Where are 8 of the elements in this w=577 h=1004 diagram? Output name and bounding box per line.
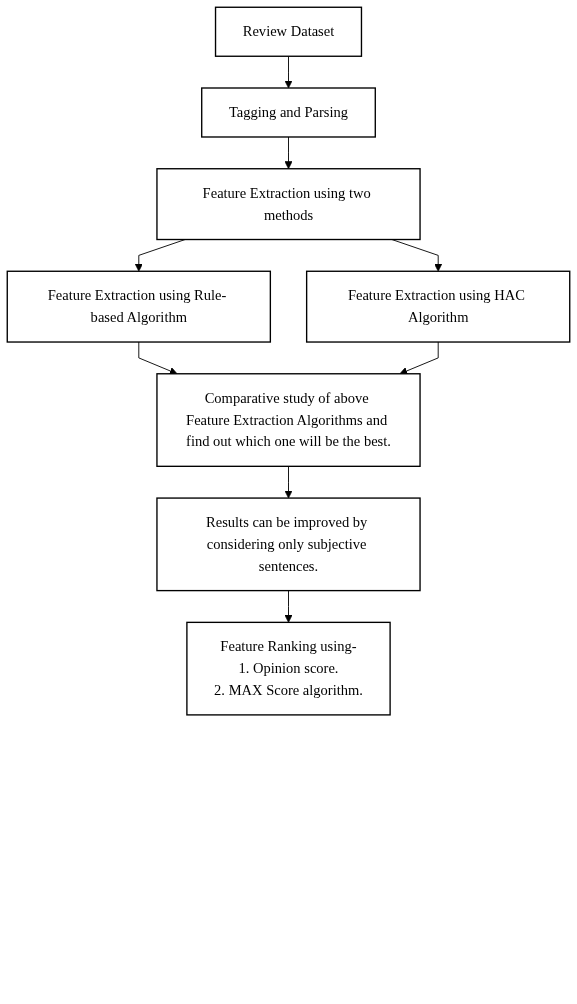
node-box: Feature Extraction using HAC Algorithm (305, 270, 571, 343)
node-box: Tagging and Parsing (201, 87, 376, 138)
node-box: Comparative study of above Feature Extraction Algorithms and find out which one will be the best. (156, 373, 421, 467)
node-box: Review Dataset (214, 6, 363, 57)
node-box: Feature Ranking using- 1. Opinion score. 2. MAX Score algorithm. (186, 621, 391, 716)
node-box: Feature Extraction using two methods (156, 168, 421, 241)
node-box: Feature Extraction using Rule- based Algorithm (6, 270, 272, 343)
node-box: Results can be improved by considering only subjective sentences. (156, 497, 421, 592)
